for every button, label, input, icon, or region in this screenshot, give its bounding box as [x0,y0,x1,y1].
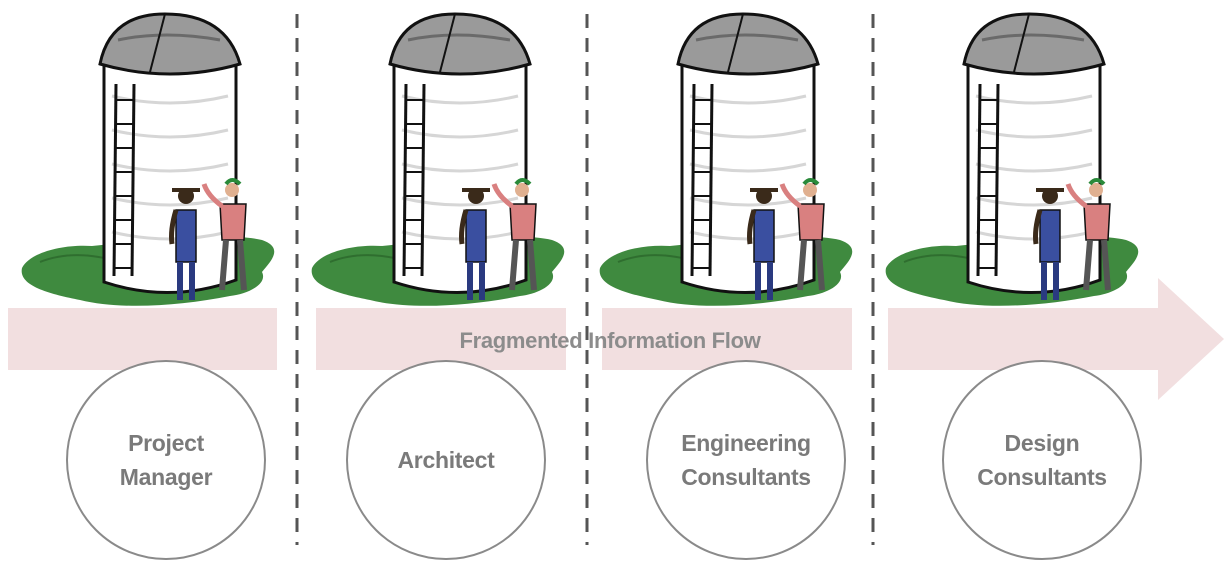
silo-illustration-4 [886,14,1139,306]
flow-band-3 [602,308,852,370]
silo-illustration-2 [312,14,565,306]
flow-band-4 [888,308,1158,370]
flow-label: Fragmented Information Flow [459,328,761,353]
silo-illustration-1 [22,14,275,306]
role-label: Engineering Consultants [681,430,811,490]
flow-band-2 [316,308,566,370]
role-label: Project Manager [119,430,213,490]
role-label: Architect [397,447,495,473]
role-circle-project-manager: Project Manager [66,360,266,560]
flow-band-1 [8,308,277,370]
flow-arrow-head-icon [1158,278,1224,400]
role-circle-engineering-consultants: Engineering Consultants [646,360,846,560]
role-circle-design-consultants: Design Consultants [942,360,1142,560]
role-circle-architect: Architect [346,360,546,560]
silo-illustration-3 [600,14,853,306]
role-label: Design Consultants [977,430,1107,490]
